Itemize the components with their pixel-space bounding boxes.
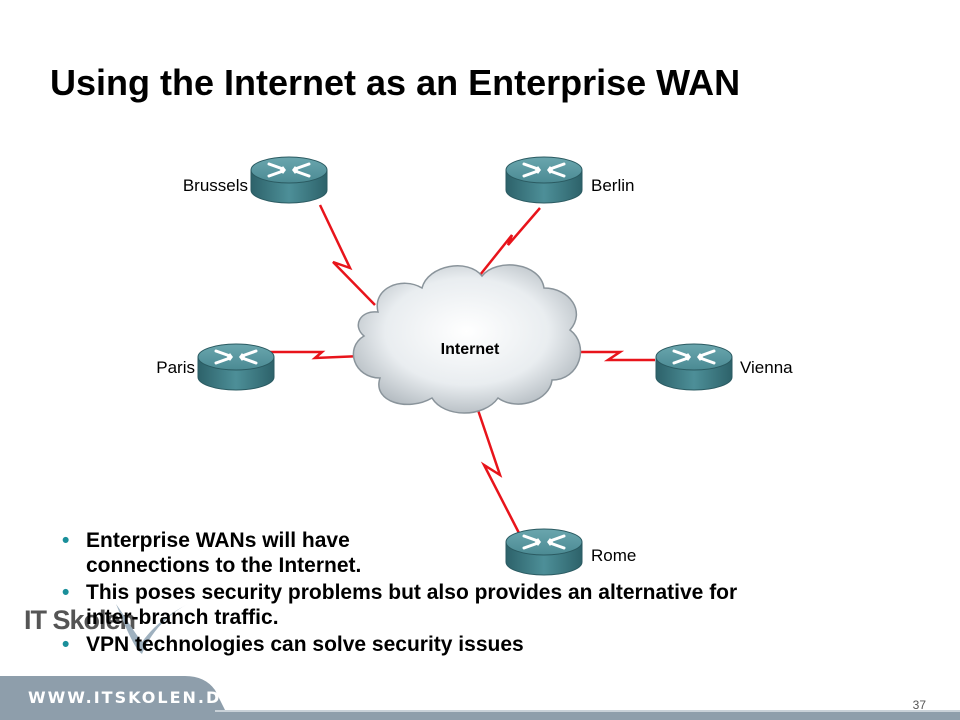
link-berlin (479, 207, 541, 276)
bullet-text: VPN technologies can solve security issu… (86, 633, 524, 656)
bullet-item: • VPN technologies can solve security is… (62, 632, 762, 657)
footer-url: WWW.ITSKOLEN.DK (28, 688, 236, 707)
itskolen-logo: IT Skolen (24, 605, 136, 635)
footer-line (215, 710, 960, 712)
page-number: 37 (912, 698, 926, 712)
bullet-item: • This poses security problems but also … (62, 580, 746, 630)
label-paris: Paris (156, 358, 195, 377)
router-paris-icon (196, 342, 276, 392)
label-berlin: Berlin (591, 176, 634, 195)
footer-band (0, 676, 960, 720)
bullet-text: Enterprise WANs will have connections to… (86, 529, 362, 577)
router-vienna-icon (654, 342, 734, 392)
cloud-label: Internet (441, 341, 500, 358)
bullet-marker: • (62, 529, 70, 552)
internet-cloud: Internet (352, 264, 582, 414)
bullet-text: This poses security problems but also pr… (86, 581, 738, 629)
bullet-list: • Enterprise WANs will have connections … (62, 528, 762, 659)
label-brussels: Brussels (183, 176, 248, 195)
link-vienna (578, 350, 655, 362)
bullet-marker: • (62, 581, 70, 604)
link-paris (270, 350, 363, 360)
router-berlin-icon (504, 155, 584, 205)
bullet-item: • Enterprise WANs will have connections … (62, 528, 426, 578)
link-rome (476, 409, 522, 536)
label-rome: Rome (591, 546, 636, 565)
router-brussels-icon (249, 155, 329, 205)
bullet-marker: • (62, 633, 70, 656)
link-brussels (318, 204, 376, 306)
slide-title: Using the Internet as an Enterprise WAN (50, 62, 741, 103)
label-vienna: Vienna (740, 358, 793, 377)
logo-swoosh-icon (116, 604, 188, 654)
